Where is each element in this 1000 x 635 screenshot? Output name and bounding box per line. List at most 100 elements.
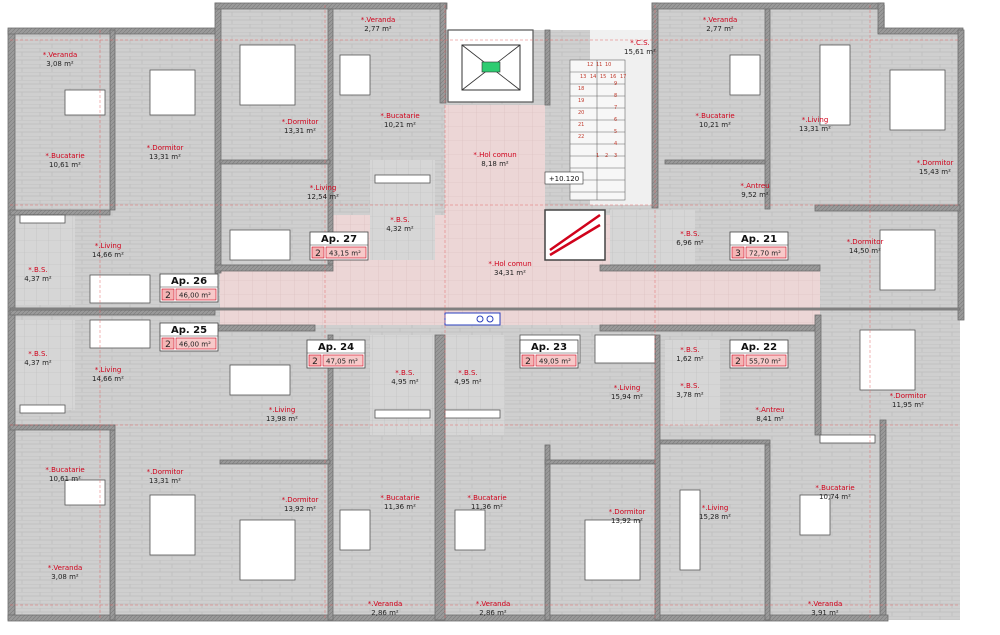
room-name: *.Living	[95, 242, 122, 250]
room-name: *.Bucatarie	[380, 112, 419, 120]
apartment-area-box	[175, 288, 217, 301]
stair-step-number: 16	[610, 74, 616, 80]
room-area: 14,50 m²	[849, 247, 881, 255]
room-area: 14,66 m²	[92, 375, 124, 383]
room-area: 10,21 m²	[384, 121, 416, 129]
room-area: 4,95 m²	[391, 378, 419, 386]
room-name: *.Bucatarie	[45, 152, 84, 160]
apartment-area: 47,05 m²	[326, 358, 358, 366]
room-area: 15,28 m²	[699, 513, 731, 521]
apartment-area-box	[745, 246, 787, 259]
room-area: 9,52 m²	[741, 191, 769, 199]
room-area: 4,95 m²	[454, 378, 482, 386]
room-name: *.Dormitor	[917, 159, 954, 167]
room-name: *.B.S.	[28, 350, 47, 358]
stair-step-number: 18	[578, 86, 584, 92]
room-area: 2,77 m²	[706, 25, 734, 33]
room-area: 3,08 m²	[51, 573, 79, 581]
meter-box	[444, 312, 501, 326]
room-name: *.Living	[310, 184, 337, 192]
room-area: 2,86 m²	[371, 609, 399, 617]
room-name: *.Living	[269, 406, 296, 414]
apartment-rooms: 2	[312, 357, 318, 367]
stair-step-number: 7	[614, 105, 617, 111]
guide-lines	[10, 5, 960, 620]
stair-step-number: 9	[614, 81, 617, 87]
room-name: *.B.S.	[28, 266, 47, 274]
room-name: *.Dormitor	[282, 118, 319, 126]
room-name: *.Living	[614, 384, 641, 392]
room-name: *.Bucatarie	[467, 494, 506, 502]
room-name: *.Veranda	[48, 564, 83, 572]
room-name: *.Living	[702, 504, 729, 512]
room-name: *.C.S.	[630, 39, 650, 47]
stair-step-number: 6	[614, 117, 617, 123]
furniture	[19, 44, 946, 581]
stair-step-number: 5	[614, 129, 617, 135]
room-name: *.Dormitor	[147, 468, 184, 476]
stair-step-number: 3	[614, 153, 617, 159]
room-name: *.Veranda	[808, 600, 843, 608]
room-area: 4,32 m²	[386, 225, 414, 233]
room-name: *.Bucatarie	[380, 494, 419, 502]
room-area: 13,31 m²	[799, 125, 831, 133]
room-name: *.B.S.	[395, 369, 414, 377]
apartment-area-box	[535, 354, 577, 367]
room-area: 6,96 m²	[676, 239, 704, 247]
room-area: 11,36 m²	[384, 503, 416, 511]
apartment-rooms-box	[308, 354, 322, 367]
room-name: *.B.S.	[390, 216, 409, 224]
stair-step-number: 8	[614, 93, 617, 99]
apartment-rooms: 2	[525, 357, 531, 367]
room-area: 13,98 m²	[266, 415, 298, 423]
apartment-area: 46,00 m²	[179, 292, 211, 300]
room-area: 8,18 m²	[481, 160, 509, 168]
room-area: 3,91 m²	[811, 609, 839, 617]
apartment-rooms: 2	[315, 249, 321, 259]
room-name: *.Bucatarie	[45, 466, 84, 474]
room-name: *.Dormitor	[890, 392, 927, 400]
room-area: 13,31 m²	[284, 127, 316, 135]
room-area: 2,86 m²	[479, 609, 507, 617]
apartment-rooms-box	[731, 246, 745, 259]
room-area: 34,31 m²	[494, 269, 526, 277]
apartment-area: 43,15 m²	[329, 250, 361, 258]
room-name: *.Veranda	[361, 16, 396, 24]
room-area: 10,74 m²	[819, 493, 851, 501]
room-name: *.Dormitor	[282, 496, 319, 504]
room-area: 13,31 m²	[149, 153, 181, 161]
room-name: *.B.S.	[680, 382, 699, 390]
stair-step-number: 17	[620, 74, 626, 80]
apartment-area: 46,00 m²	[179, 341, 211, 349]
stair-step-number: 15	[600, 74, 606, 80]
room-area: 11,95 m²	[892, 401, 924, 409]
apartment-area-box	[745, 354, 787, 367]
room-area: 13,92 m²	[284, 505, 316, 513]
level-mark: +10.120	[544, 171, 584, 185]
level-mark-text: +10.120	[549, 175, 579, 183]
room-name: *.Veranda	[43, 51, 78, 59]
apartment-number: Ap. 23	[531, 342, 567, 353]
room-area: 13,31 m²	[149, 477, 181, 485]
stair-step-number: 10	[605, 62, 611, 68]
room-name: *.Living	[802, 116, 829, 124]
room-area: 13,92 m²	[611, 517, 643, 525]
apartment-number: Ap. 22	[741, 342, 777, 353]
room-name: *.B.S.	[458, 369, 477, 377]
apartment-area: 49,05 m²	[539, 358, 571, 366]
stair-step-number: 14	[590, 74, 596, 80]
room-area: 15,61 m²	[624, 48, 656, 56]
room-name: *.Hol comun	[488, 260, 531, 268]
room-name: *.Hol comun	[473, 151, 516, 159]
apartment-rooms: 3	[735, 249, 741, 259]
room-name: *.Dormitor	[609, 508, 646, 516]
apartment-rooms: 2	[165, 340, 171, 350]
stair-step-number: 2	[605, 153, 608, 159]
room-area: 11,36 m²	[471, 503, 503, 511]
apartment-tag: Ap. 232 49,05 m²	[519, 339, 579, 369]
room-area: 8,41 m²	[756, 415, 784, 423]
